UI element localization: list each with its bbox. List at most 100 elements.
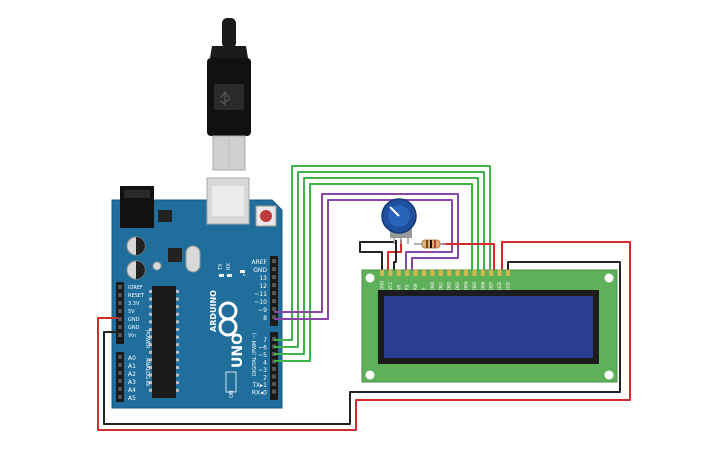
digital-header-bottom	[270, 332, 278, 400]
chip-pin	[176, 328, 179, 331]
analog-pin-socket[interactable]	[118, 379, 122, 383]
digital-pin-socket[interactable]	[272, 307, 276, 311]
lcd-pin[interactable]	[438, 270, 443, 276]
analog-pin-socket[interactable]	[118, 395, 122, 399]
power-pin-socket[interactable]	[118, 301, 122, 305]
reset-button[interactable]	[260, 210, 272, 222]
digital-pin-socket[interactable]	[272, 275, 276, 279]
lcd-pin[interactable]	[472, 270, 477, 276]
potentiometer-indicator	[389, 206, 400, 217]
digital-pin-socket[interactable]	[272, 315, 276, 319]
lcd-pin[interactable]	[464, 270, 468, 276]
lcd-mount-hole-bl	[365, 370, 375, 380]
digital-pin-socket[interactable]	[272, 374, 276, 379]
lcd-pin[interactable]	[380, 270, 384, 276]
digital-pin-socket[interactable]	[272, 259, 276, 263]
chip-pin	[176, 305, 179, 309]
power-pin-socket[interactable]	[118, 325, 122, 329]
analog-pin-label: A5	[128, 395, 136, 402]
wires	[97, 165, 631, 431]
digital-pin-socket[interactable]	[272, 267, 276, 271]
crystal-oscillator	[185, 245, 201, 273]
digital-pin-label: ~11	[254, 291, 267, 298]
wire-black-gnd[interactable]	[103, 261, 621, 425]
lcd-pin[interactable]	[455, 270, 460, 276]
digital-pin-label: TX▸1	[251, 382, 267, 389]
chip-pin	[149, 350, 152, 354]
chip-pin	[176, 350, 179, 354]
power-pin-socket[interactable]	[118, 333, 122, 337]
power-pin-socket[interactable]	[118, 309, 122, 313]
digital-pin-label: ~9	[258, 307, 267, 314]
chip-pin	[149, 381, 152, 385]
analog-pin-socket[interactable]	[118, 355, 122, 359]
lcd-pin[interactable]	[480, 270, 485, 276]
power-pin-label: 5V	[128, 309, 135, 315]
wire-green-d7[interactable]	[274, 165, 491, 341]
lcd-pin[interactable]	[506, 270, 510, 276]
arduino-uno-board[interactable]: TX RX L ARDUINO UNO ON IOREFRESET3.3V5VG…	[111, 177, 283, 409]
digital-pin-socket[interactable]	[272, 382, 276, 386]
lcd-mount-hole-tl	[365, 273, 375, 283]
lcd-pin[interactable]	[497, 270, 502, 276]
power-pin-socket[interactable]	[118, 317, 122, 321]
voltage-regulator	[158, 210, 172, 222]
digital-pin-label: 7	[263, 337, 267, 344]
wire-green-d4[interactable]	[274, 183, 473, 362]
lcd-pin[interactable]	[396, 270, 401, 276]
resistor[interactable]	[414, 239, 446, 249]
lcd-pin-label: E	[422, 287, 427, 290]
lcd-pin[interactable]	[388, 270, 393, 276]
power-pin-socket[interactable]	[118, 285, 122, 289]
wire-green-d6[interactable]	[274, 171, 485, 348]
chip-pin	[149, 305, 152, 309]
chip-pin	[149, 366, 152, 369]
digital-pin-socket[interactable]	[272, 283, 276, 287]
chip-pin	[176, 290, 179, 293]
wire-red-5v[interactable]	[97, 241, 631, 431]
lcd-pin[interactable]	[413, 270, 418, 276]
digital-pin-label: 8	[263, 315, 267, 322]
arduino-logo-icon	[218, 301, 238, 337]
analog-pin-socket[interactable]	[118, 387, 122, 391]
chip-pin	[176, 335, 179, 339]
lcd-pin-label: DB2	[447, 281, 452, 290]
usb-cable	[207, 18, 251, 171]
wire-green-d5[interactable]	[274, 177, 479, 355]
wire-purple-rs[interactable]	[274, 199, 453, 320]
power-pin-socket[interactable]	[118, 293, 122, 297]
wire-black-pot-gnd[interactable]	[359, 241, 394, 272]
analog-pin-socket[interactable]	[118, 371, 122, 375]
digital-pin-socket[interactable]	[272, 389, 276, 394]
chip-pin	[149, 335, 152, 339]
wire-black-v0[interactable]	[393, 240, 397, 272]
wire-red-backlight[interactable]	[442, 243, 495, 272]
lcd-mount-hole-tr	[604, 273, 614, 283]
lcd-pin-label: DB7	[489, 281, 494, 290]
digital-pin-label: GND	[253, 267, 267, 274]
digital-pin-socket[interactable]	[272, 367, 276, 371]
lcd-pin[interactable]	[422, 270, 426, 276]
wire-red-vcc[interactable]	[387, 240, 402, 272]
digital-pin-label: 13	[259, 275, 267, 282]
analog-pin-label: A0	[128, 355, 136, 362]
digital-pin-socket[interactable]	[272, 291, 276, 295]
digital-pin-socket[interactable]	[272, 299, 276, 303]
brand-label: ARDUINO	[209, 290, 218, 332]
chip-pins-right	[176, 290, 179, 392]
potentiometer[interactable]	[381, 198, 417, 244]
lcd-pin-label: LED	[506, 282, 511, 290]
power-section-label: POWER	[144, 330, 150, 349]
lcd-pin-label: DB0	[430, 281, 435, 290]
lcd-pin[interactable]	[405, 270, 410, 276]
chip-pin	[149, 343, 152, 347]
usb-receptacle-inner	[212, 186, 244, 216]
lcd-pin[interactable]	[489, 270, 494, 276]
analog-pin-socket[interactable]	[118, 363, 122, 367]
lcd-pin[interactable]	[430, 270, 435, 276]
model-label: UNO	[230, 333, 246, 368]
power-pin-label: IOREF	[128, 285, 143, 291]
lcd-pin[interactable]	[447, 270, 452, 276]
wire-purple-enable[interactable]	[274, 193, 459, 313]
